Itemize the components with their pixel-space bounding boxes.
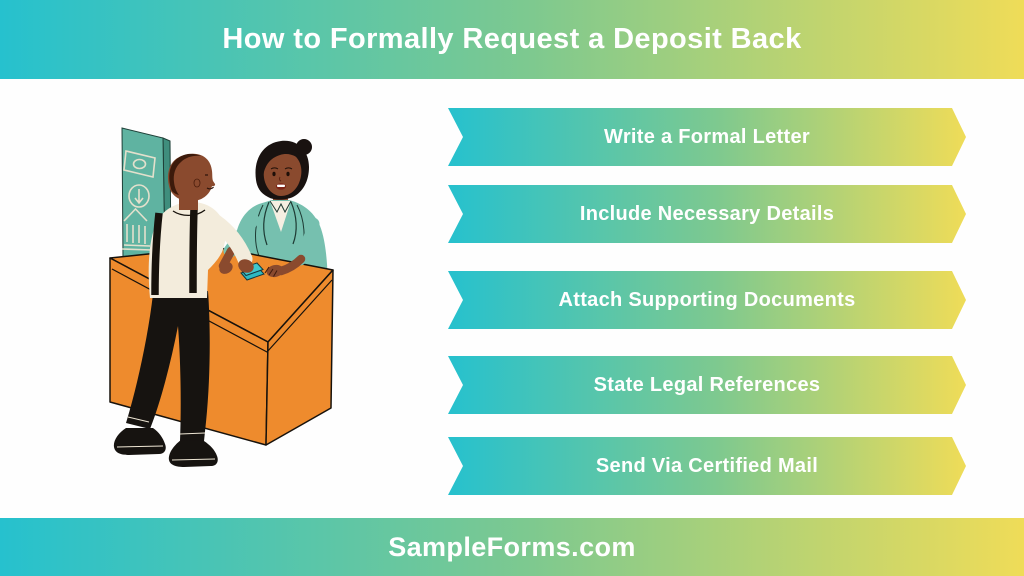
site-name: SampleForms.com (388, 531, 636, 562)
step-label-3: Attach Supporting Documents (558, 288, 856, 311)
step-arrow-5: Send Via Certified Mail (448, 437, 966, 495)
step-arrow-4: State Legal References (448, 356, 966, 414)
step-arrow-3: Attach Supporting Documents (448, 271, 966, 329)
banknote-icon (123, 150, 156, 178)
page-title: How to Formally Request a Deposit Back (222, 23, 802, 55)
footer-banner: SampleForms.com (0, 518, 1024, 576)
deposit-down-arrow-icon (128, 184, 150, 208)
step-label-5: Send Via Certified Mail (595, 454, 819, 477)
step-label-4: State Legal References (593, 373, 821, 396)
title-banner: How to Formally Request a Deposit Back (0, 0, 1024, 79)
customer-figure (113, 153, 254, 467)
step-label-2: Include Necessary Details (579, 202, 835, 225)
step-label-1: Write a Formal Letter (604, 125, 810, 148)
bank-teller-illustration (109, 127, 334, 467)
step-arrow-1: Write a Formal Letter (448, 108, 966, 166)
bank-building-icon (121, 207, 153, 251)
step-arrow-2: Include Necessary Details (448, 185, 966, 243)
